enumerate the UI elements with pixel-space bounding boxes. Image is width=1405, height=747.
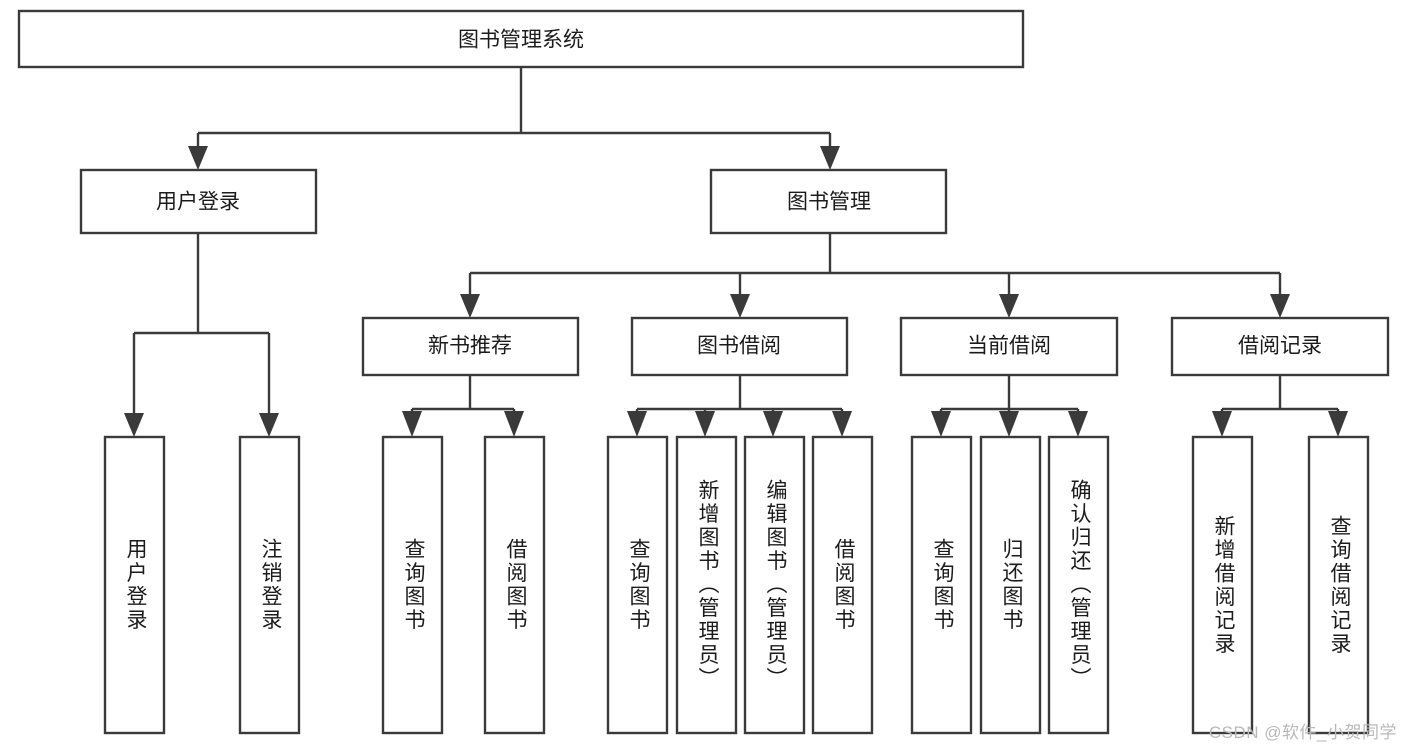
arrow-head-book-mgmt xyxy=(820,146,840,170)
connectors-book-borrow-to-leaves xyxy=(627,375,852,437)
leaf-node-borrow-book-2[interactable] xyxy=(811,435,874,735)
leaf-box-return-book[interactable] xyxy=(979,435,1042,735)
arrow-head-leaf-query-record xyxy=(1328,411,1348,437)
arrow-head-borrow-record xyxy=(1270,294,1290,318)
leaf-box-query-book-2[interactable] xyxy=(606,435,669,735)
arrow-head-leaf-return-book xyxy=(999,411,1019,437)
arrow-head-leaf-add-book xyxy=(695,411,715,437)
leaf-box-borrow-book-2[interactable] xyxy=(811,435,874,735)
node-new-book-recommend-box[interactable] xyxy=(361,316,580,377)
leaf-box-edit-book[interactable] xyxy=(743,435,806,735)
leaf-node-query-record[interactable] xyxy=(1307,435,1370,735)
leaf-node-logout[interactable] xyxy=(238,435,301,735)
arrow-head-leaf-query-book-1 xyxy=(402,411,422,437)
leaf-node-user-login[interactable] xyxy=(103,435,166,735)
node-book-management-box[interactable] xyxy=(709,168,948,235)
node-new-book-recommend-label: 新书推荐 xyxy=(428,335,512,358)
leaf-box-add-book[interactable] xyxy=(675,435,738,735)
node-borrow-record-label: 借阅记录 xyxy=(1238,335,1322,358)
connectors-current-borrow-to-leaves xyxy=(931,375,1088,437)
node-book-borrow[interactable]: 图书借阅 xyxy=(630,316,849,377)
node-root-label: 图书管理系统 xyxy=(458,29,584,52)
leaf-box-borrow-book-1[interactable] xyxy=(483,435,546,735)
leaf-node-query-book-3[interactable] xyxy=(910,435,973,735)
node-book-borrow-label: 图书借阅 xyxy=(697,335,781,358)
connectors-user-login-to-leaves xyxy=(124,233,279,437)
node-borrow-record-box[interactable] xyxy=(1170,316,1390,377)
csdn-watermark: CSDN @软件_小贺同学 xyxy=(1208,723,1397,742)
node-user-login-box[interactable] xyxy=(79,168,318,235)
arrow-head-leaf-add-record xyxy=(1212,411,1232,437)
arrow-head-leaf-user-login xyxy=(124,413,144,437)
node-root[interactable]: 图书管理系统 xyxy=(17,9,1025,69)
node-book-management[interactable]: 图书管理 xyxy=(709,168,948,235)
leaf-node-borrow-book-1[interactable] xyxy=(483,435,546,735)
arrow-head-leaf-borrow-book-2 xyxy=(832,411,852,437)
connectors-root-to-level2 xyxy=(188,67,840,170)
arrow-head-leaf-query-book-2 xyxy=(627,411,647,437)
leaf-box-query-book-3[interactable] xyxy=(910,435,973,735)
arrow-head-leaf-borrow-book-1 xyxy=(504,411,524,437)
leaf-node-add-book[interactable] xyxy=(675,435,738,735)
arrow-head-book-borrow xyxy=(730,294,750,318)
leaf-box-query-book-1[interactable] xyxy=(381,435,444,735)
leaf-node-add-record[interactable] xyxy=(1191,435,1254,735)
node-current-borrow-label: 当前借阅 xyxy=(967,335,1051,358)
leaf-box-query-record[interactable] xyxy=(1307,435,1370,735)
arrow-head-leaf-edit-book xyxy=(763,411,783,437)
leaf-node-edit-book[interactable] xyxy=(743,435,806,735)
leaf-node-return-book[interactable] xyxy=(979,435,1042,735)
arrow-head-leaf-confirm-return xyxy=(1068,411,1088,437)
arrow-head-new-book xyxy=(460,294,480,318)
leaf-box-confirm-return[interactable] xyxy=(1047,435,1110,735)
node-current-borrow-box[interactable] xyxy=(899,316,1119,377)
arrow-head-leaf-logout xyxy=(259,413,279,437)
leaf-node-query-book-1[interactable] xyxy=(381,435,444,735)
node-root-box[interactable] xyxy=(17,9,1025,69)
connectors-borrow-record-to-leaves xyxy=(1212,375,1348,437)
arrow-head-leaf-query-book-3 xyxy=(931,411,951,437)
node-current-borrow[interactable]: 当前借阅 xyxy=(899,316,1119,377)
arrow-head-user-login xyxy=(188,146,208,170)
leaf-box-user-login[interactable] xyxy=(103,435,166,735)
node-book-borrow-box[interactable] xyxy=(630,316,849,377)
node-new-book-recommend[interactable]: 新书推荐 xyxy=(361,316,580,377)
leaf-box-logout[interactable] xyxy=(238,435,301,735)
leaf-node-query-book-2[interactable] xyxy=(606,435,669,735)
connectors-new-book-to-leaves xyxy=(402,375,524,437)
node-user-login-label: 用户登录 xyxy=(156,191,240,214)
arrow-head-current-borrow xyxy=(999,294,1019,318)
connectors-book-mgmt-to-level3 xyxy=(460,233,1290,318)
node-book-management-label: 图书管理 xyxy=(787,191,871,214)
leaf-box-add-record[interactable] xyxy=(1191,435,1254,735)
node-user-login[interactable]: 用户登录 xyxy=(79,168,318,235)
node-borrow-record[interactable]: 借阅记录 xyxy=(1170,316,1390,377)
leaf-node-confirm-return[interactable] xyxy=(1047,435,1110,735)
